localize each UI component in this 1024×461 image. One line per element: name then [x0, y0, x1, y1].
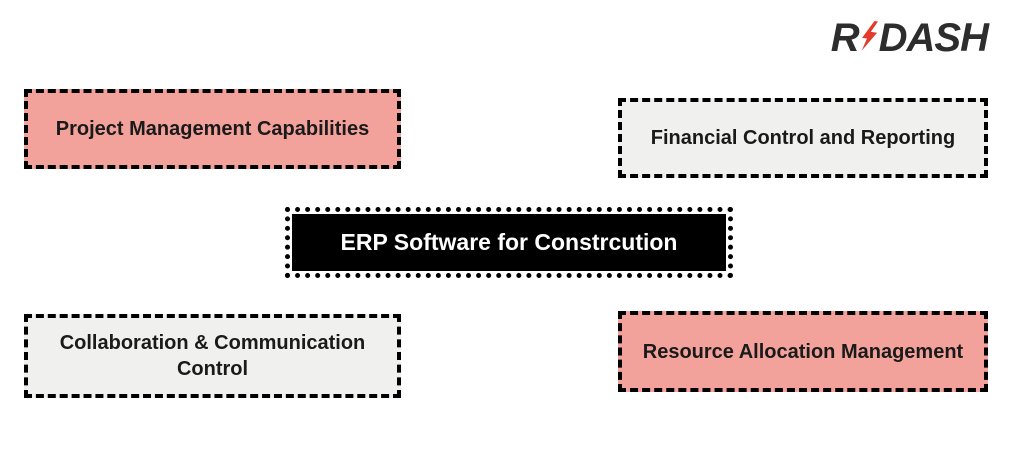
box-project-management-capabilities: Project Management Capabilities	[24, 89, 401, 169]
box-label: Resource Allocation Management	[642, 340, 964, 363]
title-box: ERP Software for Constrcution	[292, 214, 726, 271]
lightning-bolt-icon	[858, 16, 880, 56]
box-label: Project Management Capabilities	[55, 118, 370, 140]
box-label: Financial Control and Reporting	[650, 127, 956, 149]
rdash-logo: R DASH	[830, 16, 989, 61]
title-box-label: ERP Software for Constrcution	[340, 229, 678, 255]
title-box-border: ERP Software for Constrcution	[285, 207, 733, 278]
box-collaboration-communication-control: Collaboration & Communication Control	[24, 314, 401, 398]
box-label: Collaboration & Communication Control	[59, 332, 366, 380]
logo-suffix: DASH	[878, 16, 989, 60]
logo-prefix: R	[830, 16, 860, 60]
box-resource-allocation-management: Resource Allocation Management	[618, 311, 988, 392]
box-financial-control-and-reporting: Financial Control and Reporting	[618, 98, 988, 178]
